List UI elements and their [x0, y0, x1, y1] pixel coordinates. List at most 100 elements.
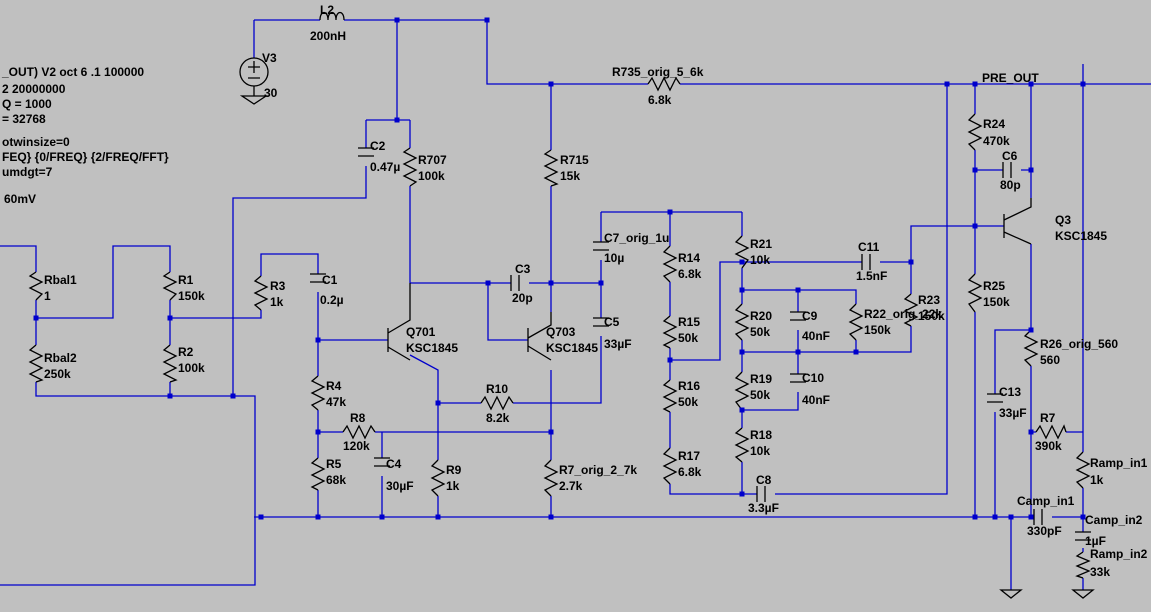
spice-directive: otwinsize=0 — [2, 135, 70, 149]
component-value-r7o: 2.7k — [559, 479, 583, 493]
wires — [0, 19, 1151, 590]
junction-dot — [1028, 429, 1034, 435]
component-name-c8: C8 — [756, 473, 772, 487]
junction-dot — [598, 280, 604, 286]
component-value-r20: 50k — [750, 325, 770, 339]
component-name-q703: Q703 — [546, 325, 576, 339]
junction-dot — [394, 17, 400, 23]
component-value-c2: 0.47µ — [370, 160, 400, 174]
component-value-c1: 0.2µ — [320, 293, 344, 307]
component-value-ramp-in1: 1k — [1090, 473, 1104, 487]
component-value-r14: 6.8k — [678, 267, 702, 281]
junction-dot — [739, 491, 745, 497]
junction-dot — [1008, 514, 1014, 520]
component-value-r19: 50k — [750, 388, 770, 402]
component-name-r7: R7 — [1040, 411, 1056, 425]
component-value-r21: 10k — [750, 253, 770, 267]
junction-dot — [33, 315, 39, 321]
junction-dot — [1028, 81, 1034, 87]
junction-dot — [315, 429, 321, 435]
component-value-ramp-in2: 33k — [1090, 565, 1110, 579]
component-value-c6: 80p — [1000, 178, 1021, 192]
junction-dot — [667, 357, 673, 363]
component-name-ramp-in2: Ramp_in2 — [1090, 547, 1148, 561]
component-name-r715: R715 — [560, 153, 589, 167]
component-value-q703: KSC1845 — [546, 341, 598, 355]
junction-dot — [853, 349, 859, 355]
junction-dot — [992, 514, 998, 520]
component-value-r18: 10k — [750, 444, 770, 458]
junction-dot — [908, 259, 914, 265]
junction-dot — [435, 400, 441, 406]
component-name-r23: R23 — [918, 293, 940, 307]
junction-dot — [484, 17, 490, 23]
junction-dot — [972, 223, 978, 229]
junction-dot — [1080, 81, 1086, 87]
component-name-c6: C6 — [1002, 149, 1018, 163]
component-name-r17: R17 — [678, 449, 700, 463]
component-value-r8: 120k — [343, 439, 370, 453]
component-value-c5: 33µF — [604, 337, 632, 351]
component-name-r10: R10 — [486, 382, 508, 396]
component-name-c3: C3 — [515, 262, 531, 276]
component-name-r25: R25 — [983, 279, 1005, 293]
component-name-r24: R24 — [983, 117, 1005, 131]
component-value-q3: KSC1845 — [1055, 229, 1107, 243]
component-value-r17: 6.8k — [678, 465, 702, 479]
component-name-c5: C5 — [604, 315, 620, 329]
component-value-r3: 1k — [270, 295, 284, 309]
spice-directive: FEQ} {0/FREQ} {2/FREQ/FFT} — [2, 150, 169, 164]
component-value-c9: 40nF — [802, 329, 830, 343]
component-name-q701: Q701 — [406, 325, 436, 339]
junction-dot — [394, 117, 400, 123]
junction-dot — [315, 514, 321, 520]
component-symbols — [28, 11, 1095, 599]
junction-dot — [548, 81, 554, 87]
component-name-c7: C7_orig_1u — [604, 231, 669, 245]
junction-dot — [1028, 167, 1034, 173]
component-value-r15: 50k — [678, 331, 698, 345]
component-value-l2: 200nH — [310, 29, 346, 43]
junction-dot — [1028, 514, 1034, 520]
component-name-c11: C11 — [858, 240, 880, 254]
component-name-r4: R4 — [326, 379, 342, 393]
junction-dot — [795, 287, 801, 293]
spice-directive: umdgt=7 — [2, 165, 53, 179]
component-value-c8: 3.3µF — [748, 501, 779, 515]
junction-dot — [739, 287, 745, 293]
junction-dot — [739, 349, 745, 355]
junction-dot — [167, 315, 173, 321]
component-value-r26: 560 — [1040, 353, 1060, 367]
component-name-c13: C13 — [999, 385, 1021, 399]
component-value-r4: 47k — [326, 395, 346, 409]
junction-dot — [667, 209, 673, 215]
component-name-c9: C9 — [802, 309, 818, 323]
component-value-r1: 150k — [178, 289, 205, 303]
component-name-r18: R18 — [750, 428, 772, 442]
component-value-rbal1: 1 — [44, 289, 51, 303]
component-name-r735: R735_orig_5_6k — [612, 65, 704, 79]
component-name-q3: Q3 — [1055, 213, 1071, 227]
junction-dot — [739, 259, 745, 265]
component-value-camp-in1: 330pF — [1027, 524, 1062, 538]
component-value-r10: 8.2k — [486, 411, 510, 425]
component-name-r5: R5 — [326, 457, 342, 471]
junction-dot — [548, 514, 554, 520]
junction-dot — [972, 514, 978, 520]
component-name-r19: R19 — [750, 372, 772, 386]
component-name-camp-in2: Camp_in2 — [1085, 513, 1143, 527]
junction-dot — [972, 81, 978, 87]
component-value-r23: 150k — [918, 309, 945, 323]
component-value-r9: 1k — [446, 479, 460, 493]
junction-dot — [315, 337, 321, 343]
junction-dot — [167, 393, 173, 399]
component-name-l2: L2 — [320, 3, 334, 17]
component-name-r1: R1 — [178, 273, 194, 287]
component-value-c7: 10µ — [604, 251, 624, 265]
spice-directive: _OUT) V2 oct 6 .1 100000 — [1, 65, 144, 79]
component-value-c4: 30µF — [386, 479, 414, 493]
component-name-r7o: R7_orig_2_7k — [559, 463, 637, 477]
component-name-r20: R20 — [750, 309, 772, 323]
